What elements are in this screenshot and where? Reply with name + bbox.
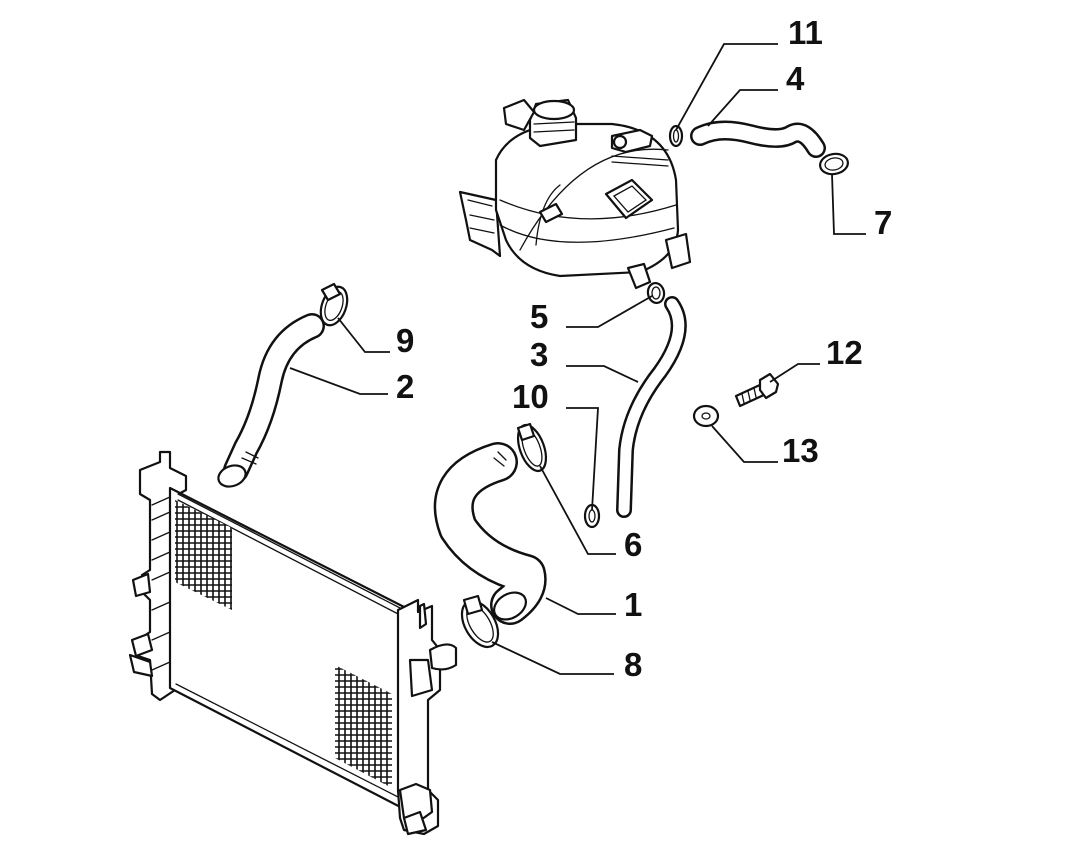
clamp-5 (646, 281, 666, 305)
leader-4 (707, 89, 778, 127)
hose-1 (433, 442, 547, 625)
hose-3 (616, 296, 687, 518)
tank-bottom-outlet (626, 262, 652, 290)
callout-9: 9 (396, 322, 414, 359)
radiator-mesh-lower (335, 665, 392, 788)
callout-7: 7 (874, 204, 892, 241)
leader-3 (566, 365, 639, 383)
radiator-mesh-upper (175, 500, 232, 610)
hose-2 (217, 313, 325, 488)
clamp-7 (819, 152, 849, 176)
leader-1 (545, 597, 616, 615)
callout-1: 1 (624, 586, 642, 623)
callout-11: 11 (788, 14, 823, 51)
callout-4: 4 (786, 60, 805, 97)
clamp-6 (516, 422, 548, 473)
leader-6 (539, 465, 616, 555)
leader-lines (289, 43, 866, 675)
tank-filler-tab (502, 98, 536, 132)
clamp-9 (319, 282, 349, 327)
callout-6: 6 (624, 526, 642, 563)
leader-7 (831, 173, 866, 235)
callout-3: 3 (530, 336, 548, 373)
radiator-outlet-pipe (428, 643, 458, 671)
callout-2: 2 (396, 368, 414, 405)
leader-2 (289, 367, 388, 395)
callout-10: 10 (512, 378, 549, 415)
tank-label (604, 178, 654, 220)
washer-13 (692, 404, 720, 428)
leader-9 (337, 317, 390, 353)
clamp-8 (460, 594, 500, 649)
bolt-12 (734, 372, 780, 408)
leader-12 (769, 363, 820, 383)
leader-10 (566, 407, 599, 511)
expansion-tank (458, 98, 692, 290)
callout-12: 12 (826, 334, 863, 371)
callout-13: 13 (782, 432, 819, 469)
callout-5: 5 (530, 298, 548, 335)
radiator (128, 450, 458, 836)
leader-13 (711, 425, 778, 463)
leader-11 (675, 43, 778, 131)
hose-4 (690, 120, 826, 158)
leader-8 (491, 641, 614, 675)
tank-side-outlet (664, 232, 692, 270)
tank-bracket (458, 190, 502, 258)
callout-8: 8 (624, 646, 642, 683)
callouts: 11 4 7 5 3 10 9 2 6 1 8 12 13 (396, 14, 892, 683)
leader-5 (566, 295, 653, 328)
